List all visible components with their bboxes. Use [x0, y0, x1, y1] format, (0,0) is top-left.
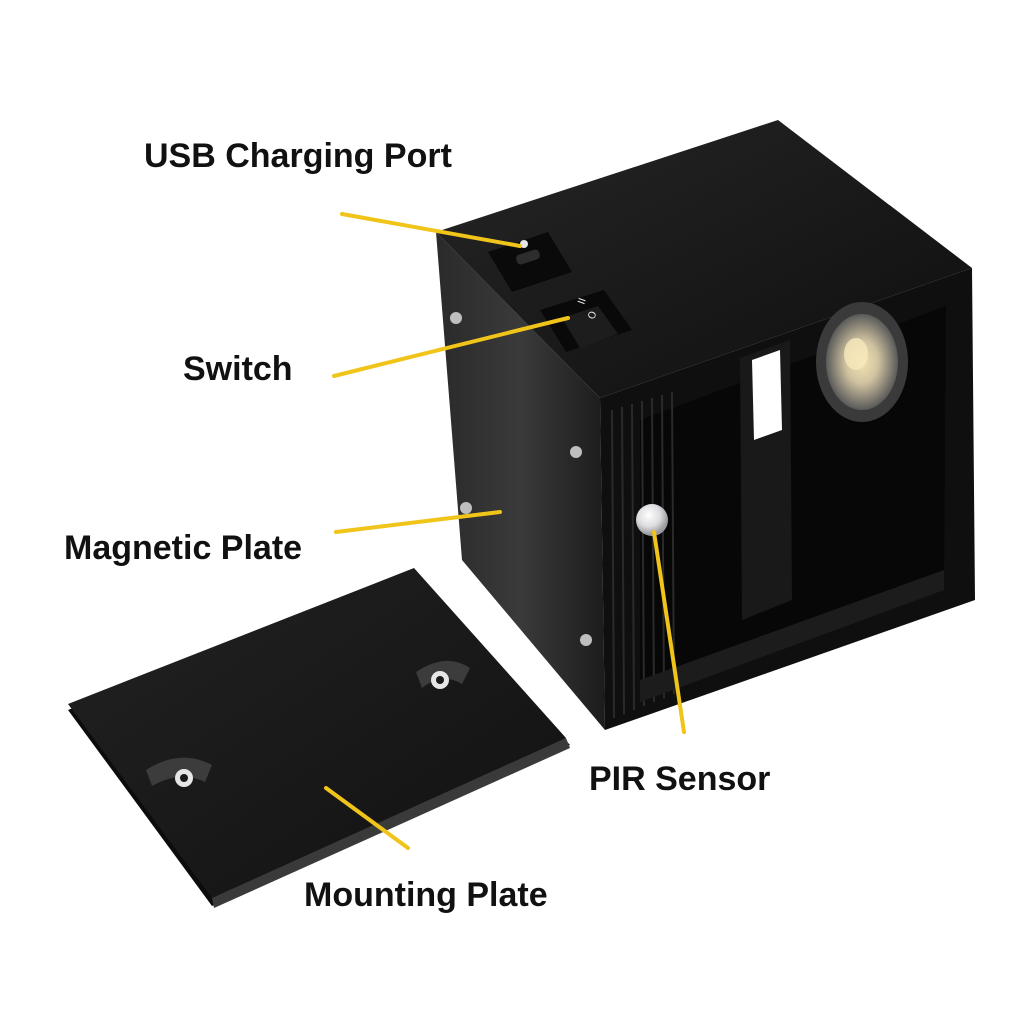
keyhole-slot-icon — [146, 757, 212, 787]
screw-icon — [580, 634, 592, 646]
leader-line-usb — [340, 212, 522, 248]
lamp-side-window — [752, 350, 782, 440]
lamp-body — [436, 120, 975, 730]
leader-line-switch — [332, 316, 570, 378]
leader-line-pir — [652, 530, 686, 734]
keyhole-slot-icon — [416, 660, 470, 689]
label-usb-charging-port: USB Charging Port — [144, 137, 452, 175]
label-pir-sensor: PIR Sensor — [589, 760, 771, 798]
label-magnetic-plate: Magnetic Plate — [64, 529, 303, 567]
leader-line-magnetic — [334, 510, 502, 534]
switch-mode-symbol: II — [576, 297, 588, 306]
screw-icon — [450, 312, 462, 324]
switch-off-symbol: O — [586, 310, 599, 321]
label-mounting-plate: Mounting Plate — [304, 876, 548, 914]
leader-line-mounting — [324, 786, 410, 850]
lamp-side-panel — [436, 232, 605, 730]
lamp-bottom-rail — [640, 570, 944, 702]
screw-icon — [570, 446, 582, 458]
leader-lines — [324, 212, 686, 850]
mounting-plate — [68, 568, 570, 908]
label-switch: Switch — [183, 350, 293, 388]
mounting-plate-bevel — [212, 738, 570, 908]
rocker-switch-icon: II O — [540, 290, 632, 352]
led-lens-icon — [816, 302, 908, 422]
pir-sensor-dome-icon — [636, 504, 668, 536]
screw-icon — [460, 502, 472, 514]
mounting-plate-surface — [68, 568, 566, 898]
lamp-heatsink-fins — [611, 391, 675, 719]
usb-port-icon — [488, 232, 572, 292]
